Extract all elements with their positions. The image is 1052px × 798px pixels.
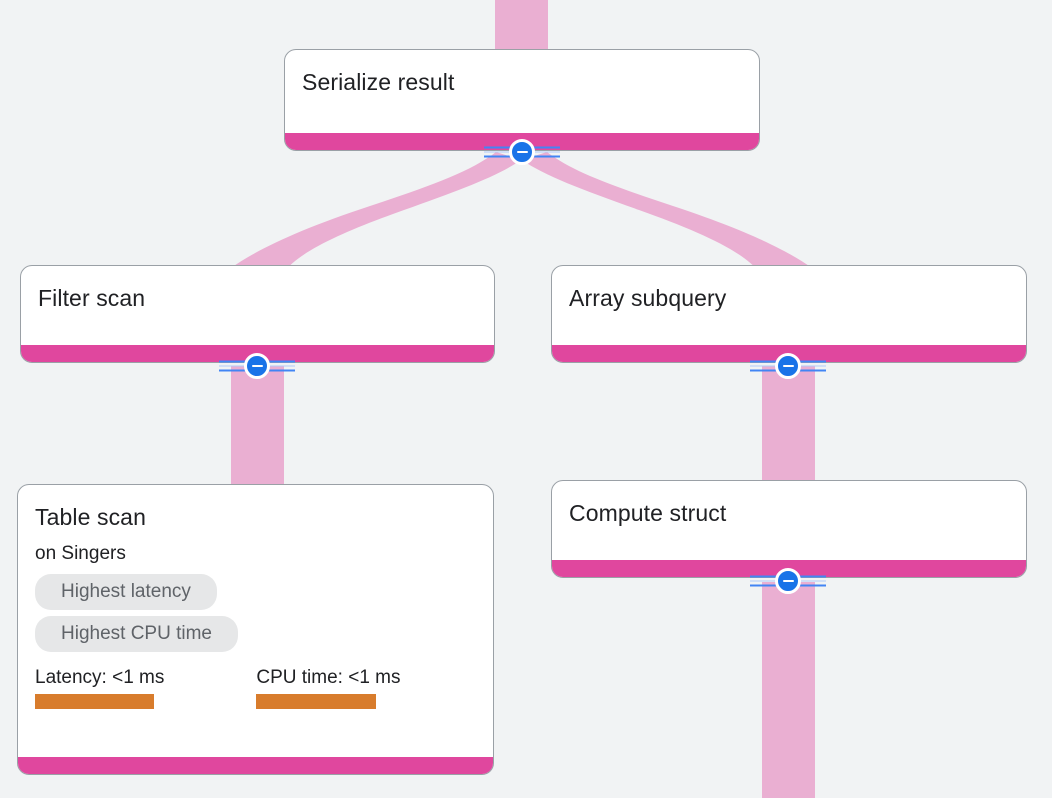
node-body: Compute struct	[552, 481, 1026, 560]
node-array-subquery[interactable]: Array subquery	[551, 265, 1027, 363]
collapse-toggle-filter-scan[interactable]	[219, 351, 295, 381]
minus-circle-icon[interactable]	[244, 353, 270, 379]
metric-label: Latency: <1 ms	[35, 667, 165, 688]
metric-label: CPU time: <1 ms	[256, 667, 401, 688]
minus-circle-icon[interactable]	[775, 568, 801, 594]
node-subtitle: on Singers	[35, 543, 126, 564]
node-compute-struct[interactable]: Compute struct	[551, 480, 1027, 578]
edge-array-subquery-to-compute-struct	[762, 366, 815, 482]
node-metric-list: Latency: <1 ms CPU time: <1 ms	[35, 666, 401, 709]
node-title: Filter scan	[38, 285, 146, 311]
node-body: Table scan on Singers Highest latency Hi…	[18, 485, 493, 757]
node-body: Filter scan	[21, 266, 494, 345]
collapse-toggle-serialize-result[interactable]	[484, 137, 560, 167]
metric-cpu-time: CPU time: <1 ms	[256, 666, 401, 709]
node-title: Serialize result	[302, 69, 455, 95]
node-title: Compute struct	[569, 500, 727, 526]
minus-circle-icon[interactable]	[775, 353, 801, 379]
metric-bar	[256, 694, 377, 709]
metric-bar	[35, 694, 154, 709]
edge-serialize-result-to-filter-scan	[231, 152, 521, 272]
node-table-scan[interactable]: Table scan on Singers Highest latency Hi…	[17, 484, 494, 775]
node-title: Array subquery	[569, 285, 727, 311]
collapse-toggle-array-subquery[interactable]	[750, 351, 826, 381]
node-chip-list: Highest latency Highest CPU time	[35, 574, 238, 652]
status-badge-highest-cpu-time[interactable]: Highest CPU time	[35, 616, 238, 652]
node-accent-bar	[18, 757, 493, 774]
node-title: Table scan	[35, 504, 146, 530]
minus-circle-icon[interactable]	[509, 139, 535, 165]
collapse-toggle-compute-struct[interactable]	[750, 566, 826, 596]
status-badge-highest-latency[interactable]: Highest latency	[35, 574, 217, 610]
node-serialize-result[interactable]: Serialize result	[284, 49, 760, 151]
edge-filter-scan-to-table-scan	[231, 366, 284, 486]
node-body: Array subquery	[552, 266, 1026, 345]
node-body: Serialize result	[285, 50, 759, 133]
edge-incoming-to-serialize-result	[495, 0, 548, 50]
metric-latency: Latency: <1 ms	[35, 666, 164, 709]
node-filter-scan[interactable]: Filter scan	[20, 265, 495, 363]
edge-compute-struct-downward	[762, 582, 815, 798]
edge-serialize-result-to-array-subquery	[522, 152, 812, 272]
